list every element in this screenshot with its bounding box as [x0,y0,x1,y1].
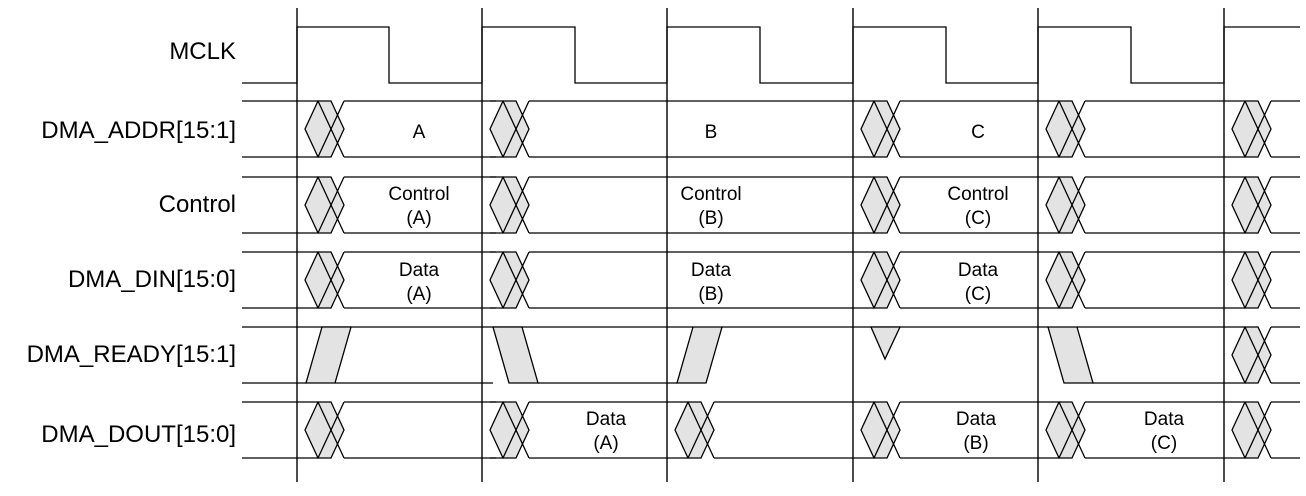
transition-marker [870,326,902,361]
transition-marker [489,176,530,234]
bus-value-label: A [413,122,426,143]
transition-marker [860,176,901,234]
bus-value-label: (A) [406,208,431,229]
transition-marker [304,176,345,234]
transition-marker [489,100,530,158]
transition-marker [492,326,539,384]
transition-marker [1045,100,1086,158]
bus-value-labels: A B C Control (A) Control (B) Control (C… [388,122,1184,454]
transition-marker [860,100,901,158]
signal-label-mclk: MCLK [169,38,236,65]
transition-marker [860,251,901,309]
signal-label-dma-addr: DMA_ADDR[15:1] [41,117,236,144]
transition-marker [489,401,530,459]
bus-value-label: Data [958,260,999,281]
waveform-mclk [242,26,1300,84]
signal-label-control: Control [159,191,236,218]
waveform-control [242,176,1300,234]
bus-value-label: Data [586,409,627,430]
signal-label-dma-din: DMA_DIN[15:0] [68,266,236,293]
signal-label-dma-dout: DMA_DOUT[15:0] [41,421,236,448]
waveform-dma-dout [242,401,1300,459]
bus-value-label: B [705,122,718,143]
transition-marker [1047,326,1094,384]
transition-marker [674,401,715,459]
transition-marker [1231,251,1272,309]
bus-value-label: Data [956,409,997,430]
transition-marker [860,401,901,459]
transition-marker [1231,326,1272,384]
transition-marker [1045,251,1086,309]
bus-value-label: Data [1144,409,1185,430]
transition-marker [1231,100,1272,158]
clock-edge-markers [296,8,1225,482]
transition-marker [304,251,345,309]
transition-marker [1231,176,1272,234]
bus-value-label: (A) [406,284,431,305]
bus-value-label: (B) [963,433,988,454]
bus-value-label: C [971,122,985,143]
bus-value-label: (B) [698,284,723,305]
signal-labels: MCLK DMA_ADDR[15:1] Control DMA_DIN[15:0… [27,38,236,448]
transition-marker [1231,401,1272,459]
waveform-dma-ready [242,326,1300,384]
transition-marker [305,326,352,384]
bus-value-label: (C) [1151,433,1177,454]
waveform-dma-addr [242,100,1300,158]
transition-marker [676,326,723,384]
bus-value-label: (C) [965,208,991,229]
transition-marker [304,100,345,158]
bus-value-label: (A) [593,433,618,454]
bus-value-label: (C) [965,284,991,305]
transition-marker [1045,401,1086,459]
bus-value-label: Control [947,184,1008,205]
waveform-dma-din [242,251,1300,309]
transition-marker [489,251,530,309]
transition-marker [1045,176,1086,234]
bus-value-label: Control [388,184,449,205]
bus-value-label: (B) [698,208,723,229]
bus-value-label: Data [691,260,732,281]
signal-label-dma-ready: DMA_READY[15:1] [27,341,236,368]
bus-value-label: Control [680,184,741,205]
bus-value-label: Data [399,260,440,281]
transition-marker [304,401,345,459]
